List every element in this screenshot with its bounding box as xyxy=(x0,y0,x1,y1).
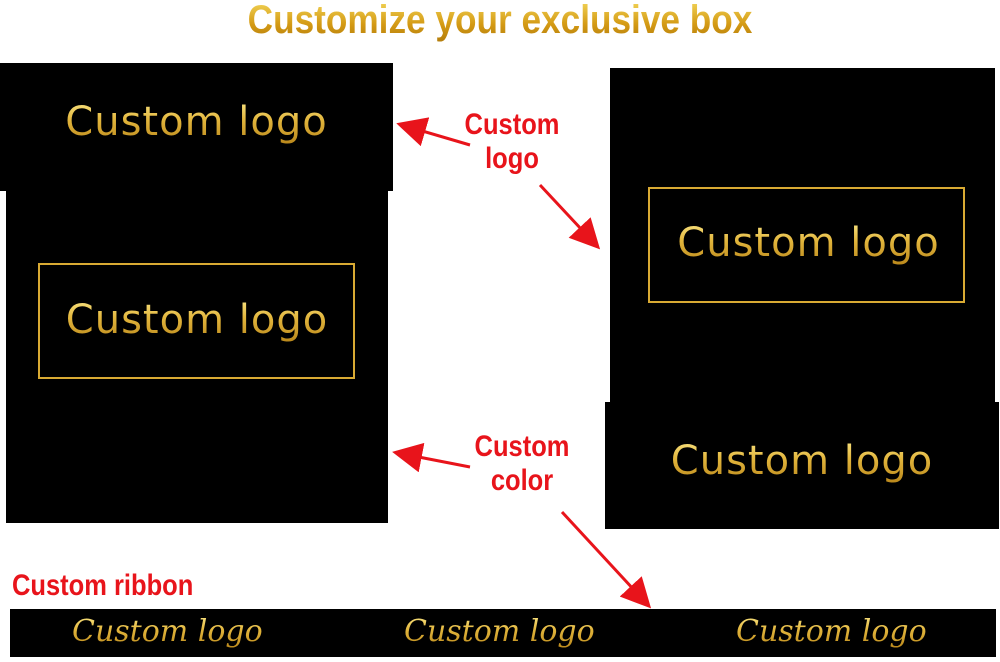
annotation-custom-logo-line2: logo xyxy=(485,142,539,175)
left-lid-logo-text: Custom logo xyxy=(0,99,393,145)
ribbon-strip: Custom logo Custom logo Custom logo xyxy=(10,609,996,657)
right-box-base: Custom logo xyxy=(605,402,999,529)
right-body-logo-frame xyxy=(648,187,965,303)
left-box-body: Custom logo xyxy=(6,191,388,523)
page-title: Customize your exclusive box xyxy=(60,0,940,44)
arrow-to-ribbon xyxy=(560,510,652,609)
annotation-custom-logo: Custom logo xyxy=(461,108,563,176)
left-body-logo-text: Custom logo xyxy=(6,297,388,343)
ribbon-logo-2: Custom logo xyxy=(404,614,595,649)
right-box-body: Custom logo xyxy=(610,68,995,404)
arrow-to-left-lid xyxy=(396,117,471,147)
ribbon-logo-1: Custom logo xyxy=(72,614,263,649)
arrow-to-left-body xyxy=(392,442,471,473)
left-body-logo-frame xyxy=(38,263,355,379)
ribbon-label: Custom ribbon xyxy=(12,569,194,602)
ribbon-logo-3: Custom logo xyxy=(736,614,927,649)
left-box-lid: Custom logo xyxy=(0,63,393,191)
arrow-to-right-body xyxy=(538,183,601,250)
annotation-custom-logo-line1: Custom xyxy=(464,108,560,141)
right-body-logo-text: Custom logo xyxy=(616,220,1000,266)
annotation-custom-color-line2: color xyxy=(490,464,554,497)
right-base-logo-text: Custom logo xyxy=(605,438,999,484)
annotation-custom-color: Custom color xyxy=(471,430,573,498)
annotation-custom-color-line1: Custom xyxy=(474,430,570,463)
